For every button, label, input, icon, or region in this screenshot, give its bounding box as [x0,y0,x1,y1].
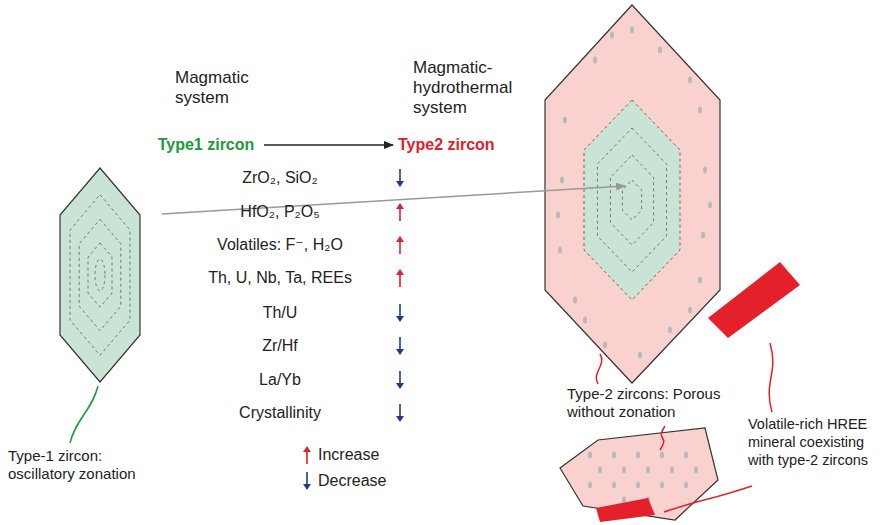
callout-label: Type-2 zircons: Porous without zonation [567,385,767,421]
pore [698,107,702,114]
pore [556,212,560,219]
pore [612,482,616,489]
heading-label: Type2 zircon [398,135,513,155]
legend-arrow [306,451,308,464]
leader-line [664,486,752,512]
pore [708,202,712,209]
callout-label: Type-1 zircon: oscillatory zonation [8,447,173,483]
heading-label: Magmatic-hydrothermal system [413,58,531,118]
decrease-arrow [399,337,401,350]
oscillatory-zone [79,219,121,330]
pore [610,32,614,39]
legend-label: Increase [318,445,379,465]
pore [588,482,592,489]
pore [630,27,634,34]
oscillatory-zone [597,128,666,272]
increase-arrow [396,236,404,242]
pore [638,352,642,359]
decrease-arrow [396,416,404,422]
pore [670,467,674,474]
pore [668,327,672,334]
legend-label: Decrease [318,471,386,491]
trend-label: HfO₂, P₂O₅ [175,202,385,222]
pore [646,467,650,474]
leader-line [596,354,602,384]
callout-label: Volatile-rich HREE mineral coexisting wi… [748,415,890,469]
trend-label: Th, U, Nb, Ta, REEs [175,268,385,288]
oscillatory-zone [70,195,130,356]
leader-line [70,386,98,443]
pore [703,167,707,174]
trend-label: La/Yb [175,370,385,390]
pore [684,482,688,489]
pore [660,482,664,489]
trend-label: Crystallinity [175,403,385,423]
type1-zircon [60,168,140,382]
pore [636,482,640,489]
decrease-arrow [396,349,404,355]
pore [560,177,564,184]
pore [688,77,692,84]
legend-arrow [303,446,311,452]
pore [563,117,567,124]
pore [593,57,597,64]
increase-arrow [396,269,404,275]
pore [588,452,592,459]
decrease-arrow [396,181,404,187]
increase-arrow [399,274,401,287]
decrease-arrow [396,383,404,389]
pore [698,277,702,284]
type1-core [584,100,680,300]
trend-label: ZrO₂, SiO₂ [175,168,385,188]
oscillatory-zone [88,243,112,307]
pore [622,467,626,474]
pore [688,307,692,314]
decrease-arrow [399,304,401,317]
pore [684,452,688,459]
leader-line [769,343,773,412]
increase-arrow [399,241,401,254]
hree-mineral [596,498,655,522]
pore [694,467,698,474]
increase-arrow [399,208,401,221]
decrease-arrow [399,169,401,182]
pore [558,247,562,254]
transition-arrow [162,186,625,214]
decrease-arrow [399,371,401,384]
increase-arrow [396,203,404,209]
pore [658,47,662,54]
hree-mineral [708,262,800,338]
pore [583,317,587,324]
type2-zircon-rim [545,5,720,383]
type-arrow [264,144,393,146]
oscillatory-zone [622,180,641,220]
pore [701,232,705,239]
pore [598,467,602,474]
pore [612,452,616,459]
pore [660,452,664,459]
heading-label: Magmatic system [175,68,275,108]
oscillatory-zone [95,259,105,291]
legend-arrow [306,472,308,485]
leader-line [660,426,665,450]
decrease-arrow [396,316,404,322]
pore [573,297,577,304]
pore [603,342,607,349]
trend-label: Volatiles: F⁻, H₂O [175,235,385,255]
decrease-arrow [399,404,401,417]
trend-label: Th/U [175,303,385,323]
oscillatory-zone [610,155,653,245]
pore [636,452,640,459]
heading-label: Type1 zircon [150,135,262,155]
legend-arrow [303,484,311,490]
trend-label: Zr/Hf [175,336,385,356]
